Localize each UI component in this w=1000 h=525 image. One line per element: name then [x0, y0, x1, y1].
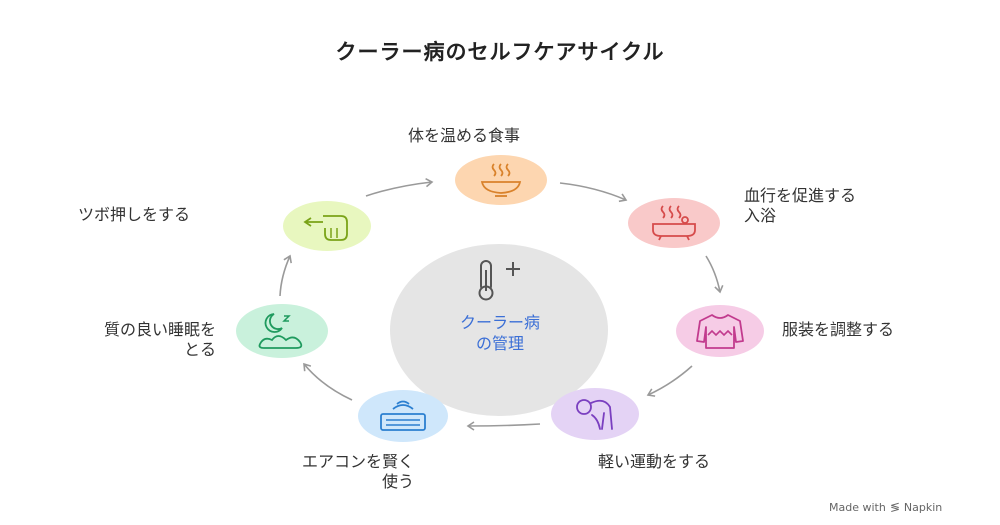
arrow-bath-to-clothing	[705, 255, 724, 294]
pressing-hand-icon	[303, 215, 348, 241]
center-label-line1: クーラー病	[459, 313, 540, 332]
air-conditioner-icon	[380, 400, 426, 431]
step-node-exercise	[551, 388, 639, 440]
step-label-aircon: エアコンを賢く 使う	[301, 452, 414, 491]
step-label-warm-food: 体を温める食事	[408, 126, 521, 145]
step-label-bath: 血行を促進する 入浴	[744, 186, 857, 225]
step-node-warm-food	[455, 155, 547, 205]
steaming-bowl-icon	[480, 163, 522, 197]
step-node-sleep	[236, 304, 328, 358]
arrow-clothing-to-exercise	[646, 365, 693, 397]
step-label-exercise: 軽い運動をする	[598, 452, 711, 471]
step-node-bath	[628, 198, 720, 248]
arrow-aircon-to-sleep	[303, 362, 353, 401]
made-with-napkin: Made with ≶ Napkin	[829, 500, 943, 514]
center-circle	[390, 244, 608, 416]
step-label-clothing: 服装を調整する	[782, 320, 895, 339]
step-node-acupressure	[283, 201, 371, 251]
bathtub-icon	[652, 205, 696, 241]
step-node-aircon	[358, 390, 448, 442]
stretching-person-icon	[576, 399, 613, 430]
center-label-line2: の管理	[475, 334, 524, 353]
step-node-clothing	[676, 305, 764, 357]
diagram-title: クーラー病のセルフケアサイクル	[335, 40, 665, 64]
napkin-logo-icon: ≶	[889, 500, 900, 514]
arrow-exercise-to-aircon	[466, 421, 541, 431]
moon-sleep-icon	[258, 313, 303, 349]
sweater-icon	[696, 314, 744, 349]
step-label-acupressure: ツボ押しをする	[78, 205, 191, 224]
thermometer-plus-icon	[478, 260, 520, 301]
step-label-sleep: 質の良い睡眠を とる	[103, 320, 216, 359]
arrow-sleep-to-acupressure	[279, 254, 292, 297]
arrow-food-to-bath	[559, 182, 628, 203]
arrow-acupressure-to-food	[365, 177, 434, 197]
